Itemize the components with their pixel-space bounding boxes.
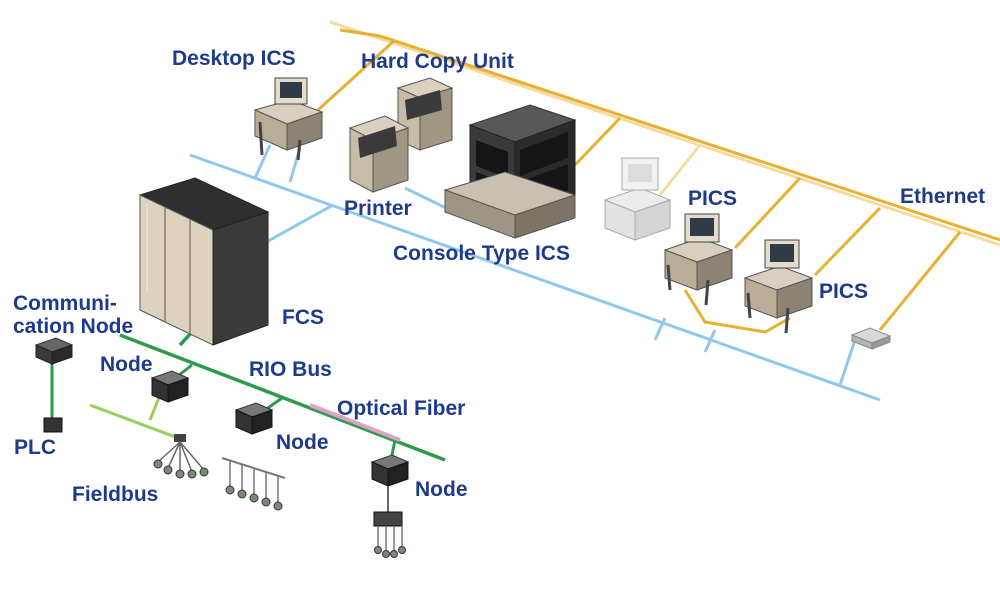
label-communication-node-line1: Communi-: [13, 292, 117, 315]
fieldbus-drop: [148, 394, 162, 421]
control-bus-drop-b: [703, 329, 717, 353]
label-desktop-ics: Desktop ICS: [172, 47, 296, 70]
rio-bus: [50, 316, 446, 466]
ethernet-trunk-line: [379, 34, 1000, 242]
ethernet-drop-desktop: [316, 38, 397, 112]
ethernet-trunk-start: [339, 28, 381, 38]
node-device-3[interactable]: [370, 454, 410, 487]
rio-bus-trunk: [119, 333, 446, 462]
ethernet-drop-pics2: [813, 206, 882, 277]
label-pics-2: PICS: [819, 280, 869, 303]
label-pics-1: PICS: [688, 187, 738, 210]
ethernet-drop-pics1: [733, 176, 802, 250]
label-communication-node-line2: cation Node: [13, 315, 134, 338]
ethernet-drop-console: [573, 116, 622, 167]
label-ethernet: Ethernet: [900, 185, 986, 208]
pics-workstation-1[interactable]: [663, 213, 734, 306]
label-node-2: Node: [276, 431, 329, 454]
ethernet-network: [316, 20, 1000, 334]
node2-io-instruments: [221, 457, 286, 511]
fieldbus: [89, 394, 179, 440]
ethernet-shadow-line: [329, 20, 1000, 247]
fcs-cabinet[interactable]: [138, 177, 270, 346]
control-bus-trunk: [189, 153, 881, 402]
optical-fiber-segment: [309, 403, 401, 442]
label-console-type-ics: Console Type ICS: [393, 242, 570, 265]
label-optical-fiber: Optical Fiber: [337, 397, 466, 420]
label-hard-copy-unit: Hard Copy Unit: [361, 50, 514, 73]
pics-link-line: [683, 289, 791, 334]
label-fcs: FCS: [282, 306, 324, 329]
label-node-1: Node: [100, 353, 153, 376]
ethernet-drop-hub: [878, 231, 962, 331]
pics-workstation-2[interactable]: [743, 239, 814, 334]
label-node-3: Node: [415, 478, 468, 501]
communication-node-device[interactable]: [34, 337, 74, 365]
node-device-2[interactable]: [234, 402, 274, 435]
node-device-1[interactable]: [150, 370, 190, 403]
control-bus-drop-hub: [838, 339, 857, 386]
fieldbus-instruments: [153, 434, 209, 479]
control-bus-drop-a: [653, 317, 667, 341]
label-plc: PLC: [14, 436, 56, 459]
control-bus-drop-console: [404, 186, 451, 212]
plc-device[interactable]: [43, 417, 63, 433]
label-rio-bus: RIO Bus: [249, 358, 332, 381]
workstation-light[interactable]: [603, 157, 672, 241]
desktop-ics-workstation[interactable]: [253, 77, 324, 161]
fieldbus-line: [89, 403, 179, 440]
printer-device[interactable]: [348, 115, 410, 193]
console-type-ics-device[interactable]: [443, 104, 577, 239]
node3-io-instruments: [373, 486, 406, 558]
network-hub[interactable]: [850, 327, 892, 350]
control-bus-drop-desktop: [253, 144, 272, 179]
label-printer: Printer: [344, 197, 412, 220]
ethernet-drop-station: [658, 144, 702, 196]
label-fieldbus: Fieldbus: [72, 483, 159, 506]
